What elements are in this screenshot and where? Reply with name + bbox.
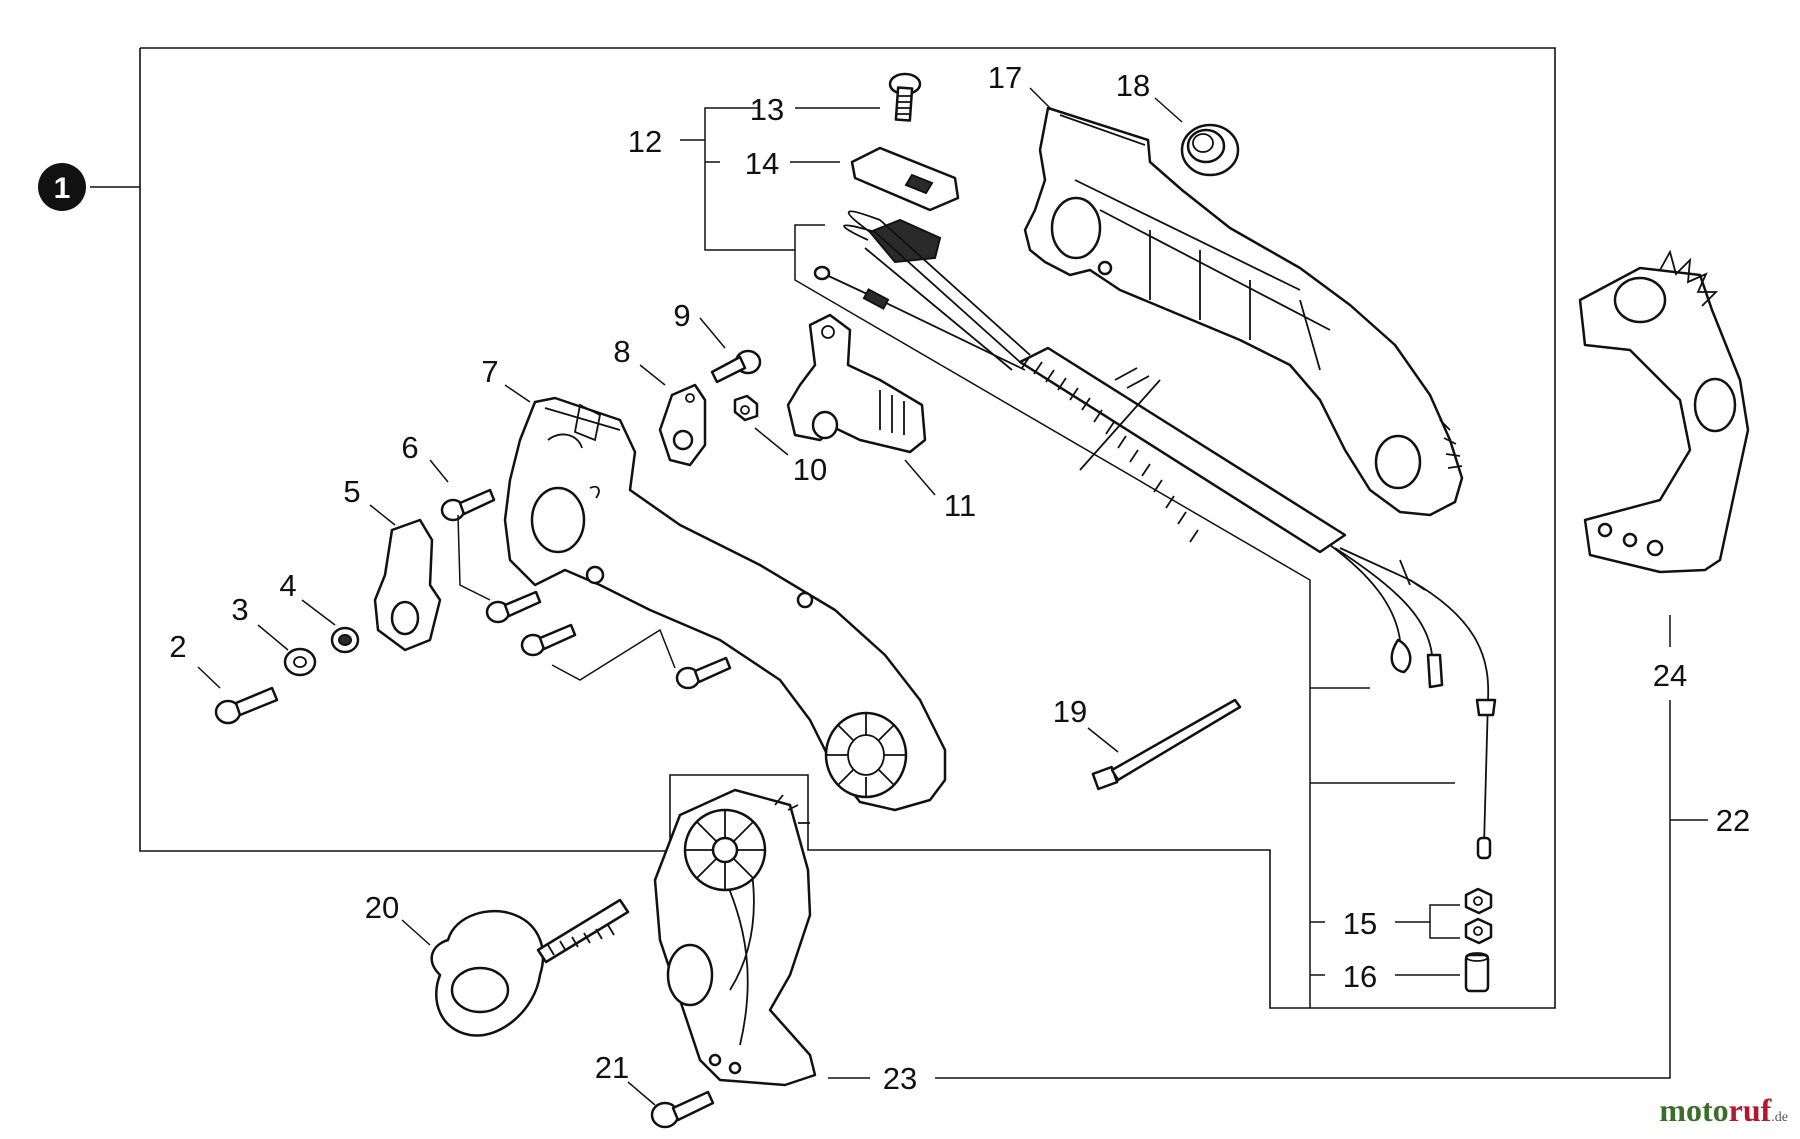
callout-15: 15 <box>1343 906 1377 941</box>
part-14-switch-cover <box>850 146 960 212</box>
part-17-upper-handle <box>1023 106 1464 517</box>
callout-6: 6 <box>401 430 418 465</box>
callout-20: 20 <box>365 890 399 925</box>
leader-lines <box>197 87 1708 1106</box>
part-10-nut <box>733 394 759 422</box>
callout-2: 2 <box>169 629 186 664</box>
callout-numbers: 2 3 4 5 6 7 8 9 10 11 12 13 14 15 16 17 … <box>169 60 1750 1096</box>
part-13-screw <box>888 72 922 122</box>
callout-9: 9 <box>673 298 690 333</box>
callout-3: 3 <box>231 592 248 627</box>
assembly-frame <box>90 47 1556 1009</box>
callout-10: 10 <box>793 452 827 487</box>
part-7-lower-handle <box>503 396 947 812</box>
callout-7: 7 <box>481 354 498 389</box>
callout-12: 12 <box>628 124 662 159</box>
part-7-gear <box>824 711 908 799</box>
part-9-screw <box>710 349 762 384</box>
callout-24: 24 <box>1653 658 1687 693</box>
callout-13: 13 <box>750 92 784 127</box>
callout-14: 14 <box>745 146 779 181</box>
part-11-trigger <box>786 313 927 454</box>
part-4-washer <box>330 626 360 654</box>
part-20-knob <box>430 898 630 1037</box>
watermark-logo: motoruf.de <box>1659 1092 1788 1129</box>
assembly-marker-1: 1 <box>38 163 86 211</box>
callout-18: 18 <box>1116 68 1150 103</box>
part-24-clamp <box>1578 249 1750 574</box>
part-19-cable-tie <box>1091 698 1242 791</box>
wire-harness <box>813 210 1497 860</box>
part-6-screws <box>440 488 732 690</box>
callout-8: 8 <box>613 334 630 369</box>
callout-21: 21 <box>595 1050 629 1085</box>
callout-23: 23 <box>883 1061 917 1096</box>
part-18-grommet <box>1180 123 1240 177</box>
callout-22: 22 <box>1716 803 1750 838</box>
part-15-nuts <box>1464 887 1493 945</box>
callout-17: 17 <box>988 60 1022 95</box>
part-23-clamp <box>653 788 817 1087</box>
part-2-screw <box>214 686 279 725</box>
part-8-bracket <box>658 383 707 467</box>
part-3-washer <box>283 647 317 677</box>
callout-11: 11 <box>944 488 976 523</box>
callout-16: 16 <box>1343 959 1377 994</box>
part-16-sleeve <box>1464 952 1490 993</box>
part-5-lever <box>373 518 442 652</box>
watermark-part-a: moto <box>1659 1092 1729 1128</box>
callout-4: 4 <box>279 568 296 603</box>
watermark-part-c: .de <box>1771 1110 1788 1125</box>
callout-19: 19 <box>1053 694 1087 729</box>
callout-5: 5 <box>343 474 360 509</box>
watermark-part-b: ruf <box>1728 1092 1772 1128</box>
assembly-marker-label: 1 <box>54 172 71 205</box>
part-21-screw <box>650 1090 715 1129</box>
